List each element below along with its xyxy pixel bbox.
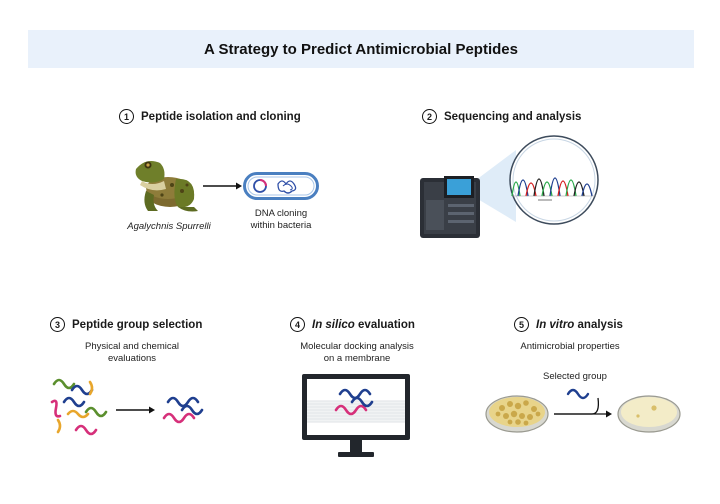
- physchem-caption-2: evaluations: [107, 353, 157, 364]
- step-5-number: 5: [514, 317, 529, 332]
- petri-dish-icon: [485, 395, 549, 433]
- peptides-icon: [50, 378, 108, 436]
- step-3-number: 3: [50, 317, 65, 332]
- step-3-heading: 3 Peptide group selection: [50, 317, 202, 332]
- docking-caption-1: Molecular docking analysis: [300, 341, 414, 352]
- step-4-heading: 4 In silico evaluation: [290, 317, 415, 332]
- physchem-caption-1: Physical and chemical: [85, 341, 179, 352]
- step-2-label: Sequencing and analysis: [444, 110, 582, 123]
- title-banner: A Strategy to Predict Antimicrobial Pept…: [28, 30, 694, 68]
- sequencer-icon: [420, 135, 599, 238]
- curved-arrow-icon: [554, 397, 612, 418]
- step-4-number: 4: [290, 317, 305, 332]
- page-title: A Strategy to Predict Antimicrobial Pept…: [204, 40, 518, 58]
- docking-caption-2: on a membrane: [323, 353, 391, 364]
- antimicrobial-caption: Antimicrobial properties: [520, 341, 620, 352]
- chromatogram-icon: [511, 177, 596, 201]
- selected-peptides-icon: [162, 396, 204, 424]
- step-1-heading: 1 Peptide isolation and cloning: [119, 109, 301, 124]
- bacterium-plasmid-icon: [243, 172, 319, 200]
- monitor-icon: [302, 374, 410, 457]
- arrow-icon: [203, 182, 242, 190]
- step-3-label: Peptide group selection: [72, 318, 203, 331]
- cloning-caption-2: within bacteria: [250, 220, 312, 231]
- frog-caption: Agalychnis Spurrelli: [127, 221, 211, 232]
- step-5-heading: 5 In vitro analysis: [514, 317, 623, 332]
- step-1-number: 1: [119, 109, 134, 124]
- step-4-label-italic: In silico: [312, 318, 355, 331]
- step-1-label: Peptide isolation and cloning: [141, 110, 301, 123]
- step-2-number: 2: [422, 109, 437, 124]
- selected-peptide-icon: [566, 388, 590, 400]
- step-2-heading: 2 Sequencing and analysis: [422, 109, 581, 124]
- step-4-label: evaluation: [354, 318, 415, 331]
- step-5-label: analysis: [574, 318, 623, 331]
- frog-icon: [135, 161, 198, 212]
- selected-group-caption: Selected group: [543, 371, 607, 382]
- step-5-label-italic: In vitro: [536, 318, 575, 331]
- arrow-icon: [116, 406, 155, 414]
- cloning-caption-1: DNA cloning: [254, 208, 308, 219]
- petri-dish-treated-icon: [617, 395, 681, 433]
